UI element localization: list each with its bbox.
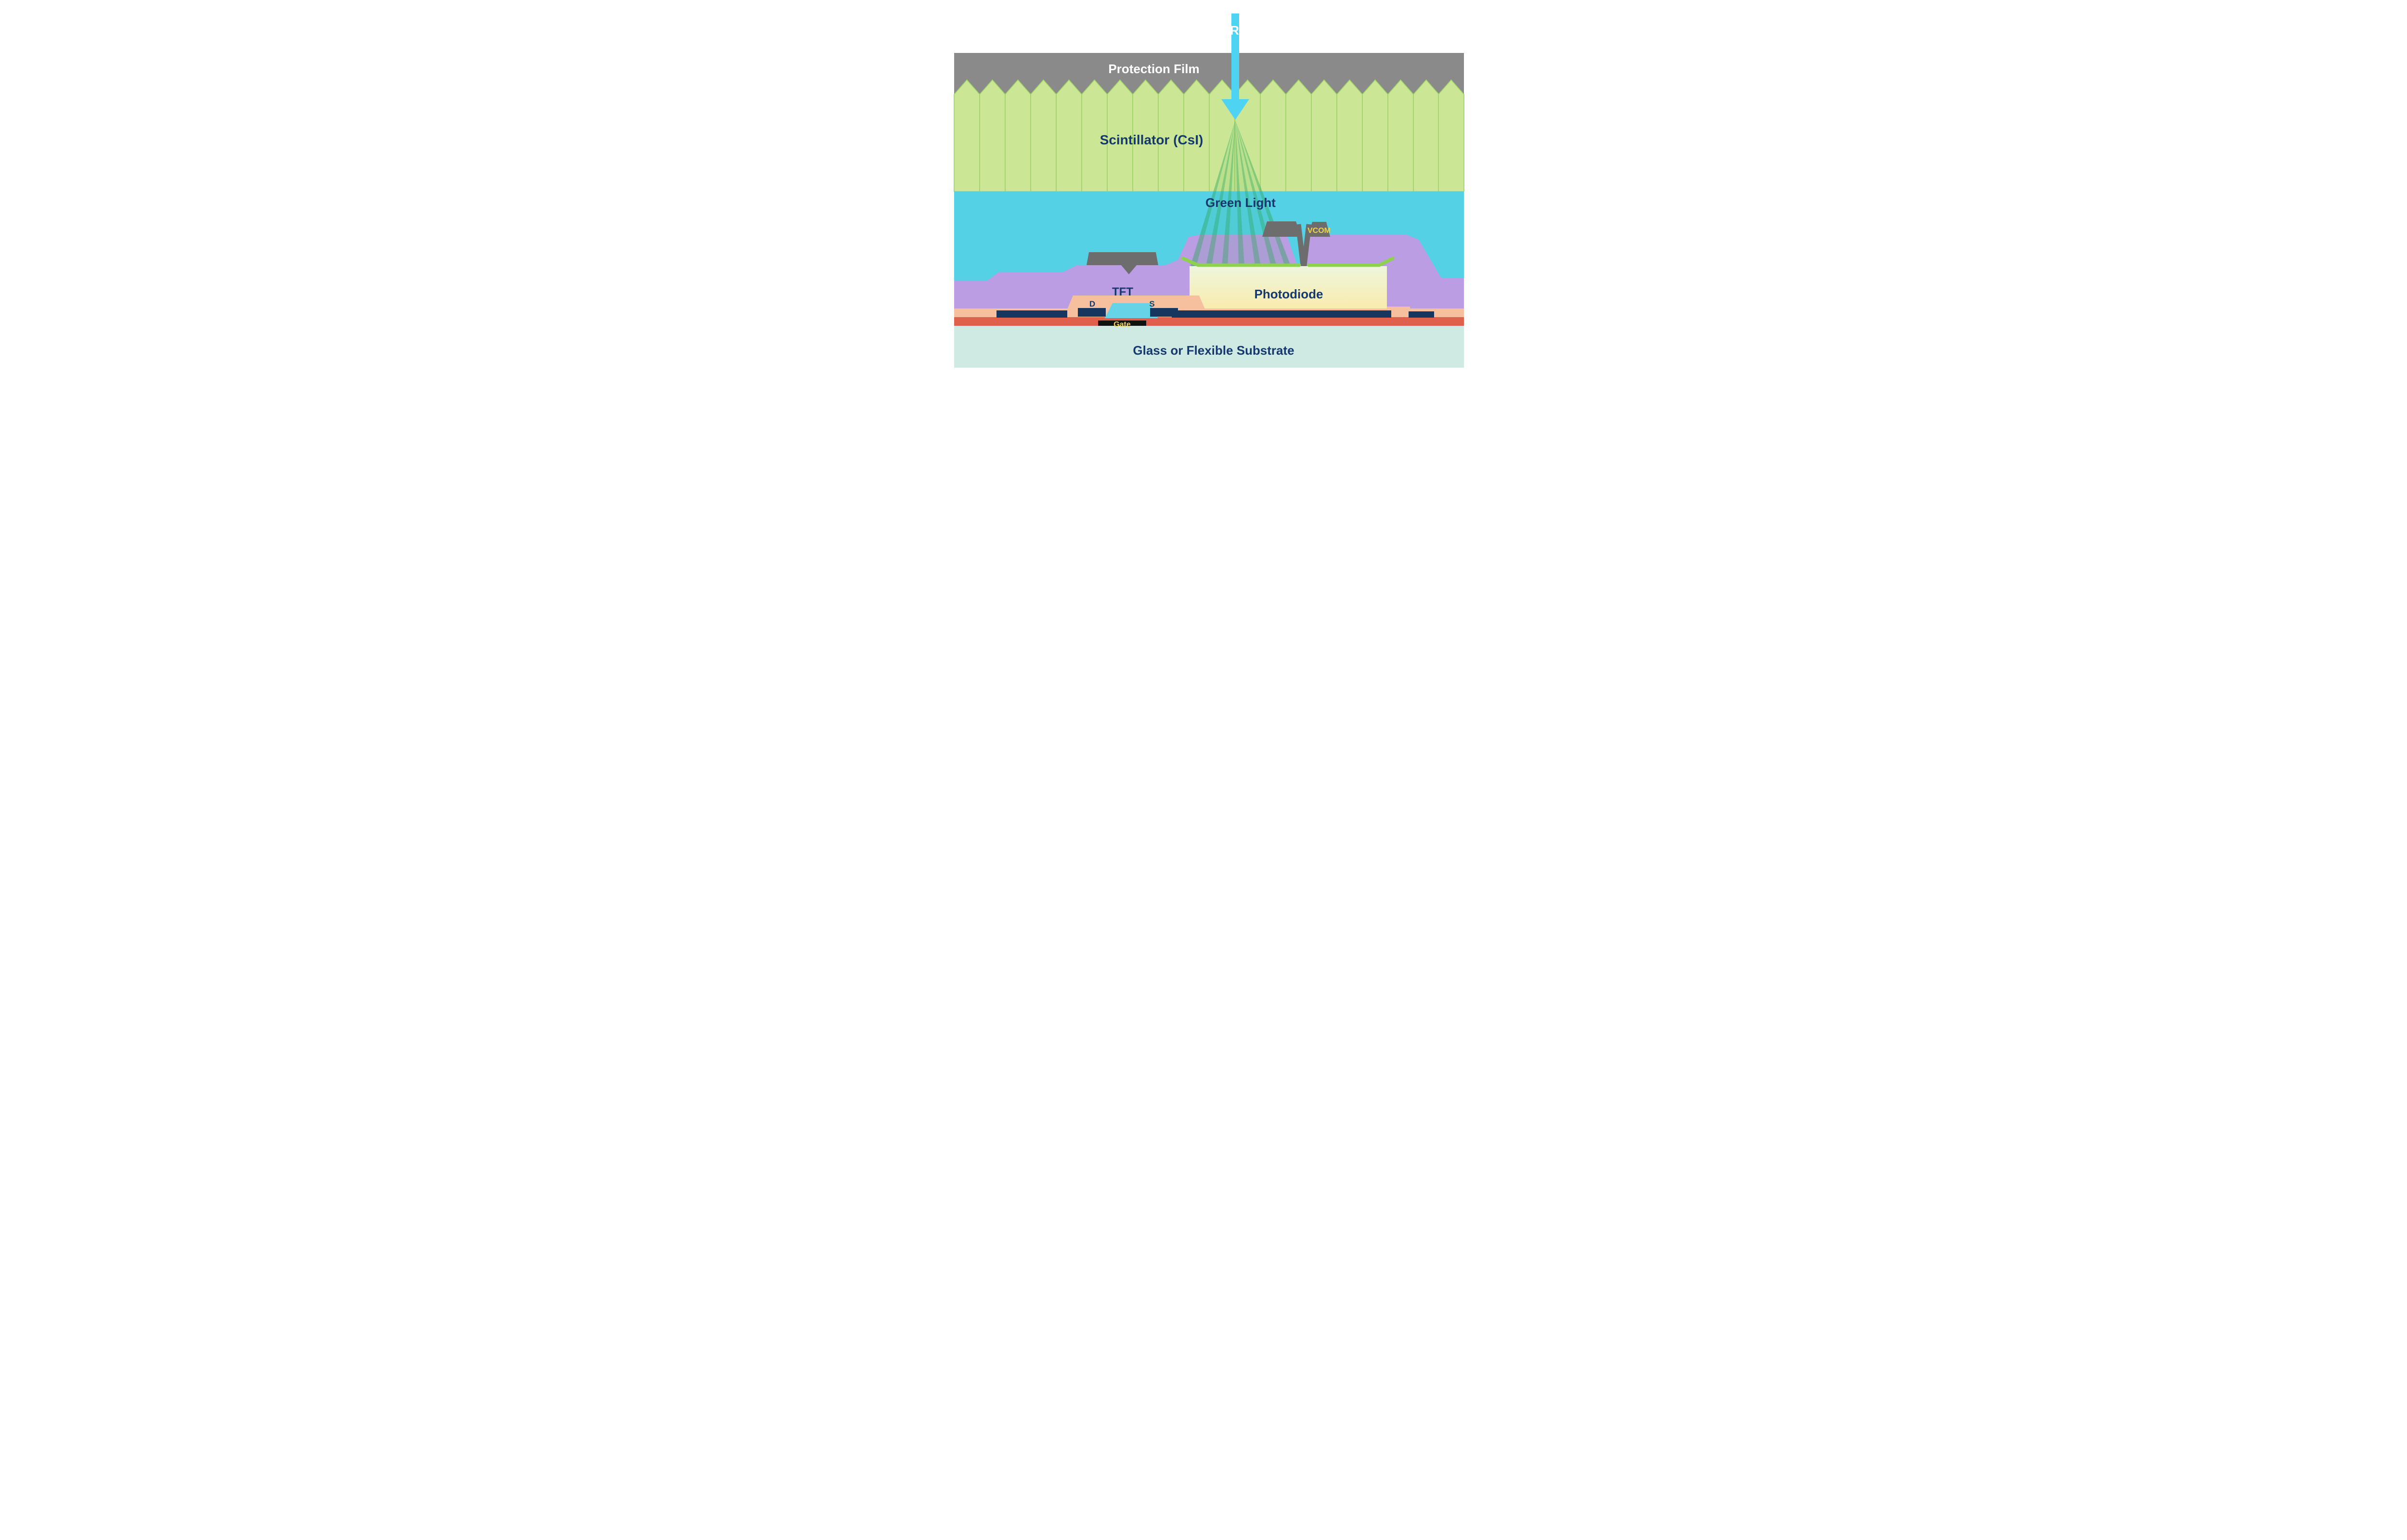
protection-film-layer [954,53,1464,95]
metal-line-left [996,310,1067,318]
detector-cross-section-diagram: X-Ray Protection Film Scintillator (CsI)… [953,13,1464,368]
source-label: S [1149,299,1154,308]
gate-insulator-hump [1104,303,1158,318]
xray-label: X-Ray [1217,23,1253,38]
substrate-layer [954,326,1464,368]
photodiode-label: Photodiode [1254,287,1323,301]
bias-line-electrode [1086,252,1158,274]
metal-line-right [1408,311,1434,318]
xray-arrow [1221,13,1249,120]
diagram-stage: X-Ray Protection Film Scintillator (CsI)… [861,0,1546,385]
drain-electrode [1077,308,1106,317]
protection-film-label: Protection Film [1108,62,1199,76]
bias-line-layer [954,317,1464,326]
photodiode-box [1189,266,1387,308]
drain-label: D [1089,299,1095,308]
photodiode-lime-contact [1181,257,1394,267]
substrate-label: Glass or Flexible Substrate [1133,343,1294,358]
tft-label: TFT [1112,285,1133,298]
tft-structure [996,303,1434,328]
scintillator-label: Scintillator (CsI) [1100,132,1203,147]
metal-line-photodiode [1171,310,1391,318]
vcom-label: VCOM [1307,227,1331,235]
scintillator-columns [953,79,1464,192]
source-electrode [1150,308,1178,317]
green-light-label: Green Light [1205,195,1276,210]
gate-label: Gate [1113,321,1131,329]
